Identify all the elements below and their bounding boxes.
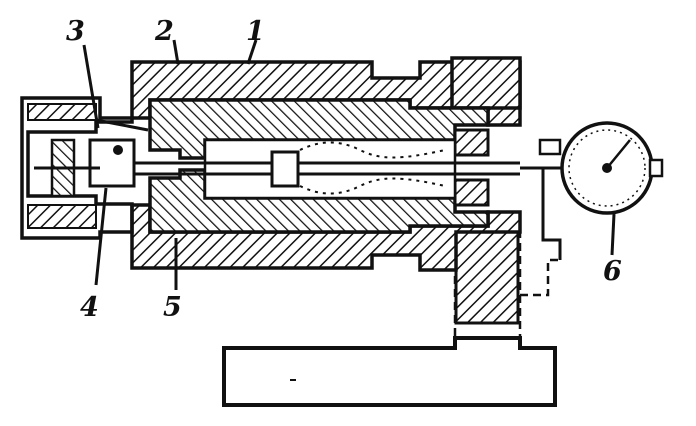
plunger-rod [100, 150, 520, 188]
callout-4: 4 [80, 292, 99, 323]
base-plate [222, 336, 557, 407]
leader-lines [82, 39, 616, 290]
callout-5: 5 [163, 292, 182, 323]
bore-cavity [203, 138, 457, 200]
callout-2: 2 [154, 16, 174, 47]
lever-assembly [34, 118, 149, 198]
stand-block [454, 226, 520, 325]
callout-6: 6 [603, 256, 622, 287]
dial-indicator [520, 121, 664, 260]
end-cap [453, 128, 490, 207]
callouts: 3 2 1 4 5 6 [66, 16, 622, 323]
callout-3: 3 [66, 16, 85, 47]
callout-1: 1 [246, 16, 265, 47]
